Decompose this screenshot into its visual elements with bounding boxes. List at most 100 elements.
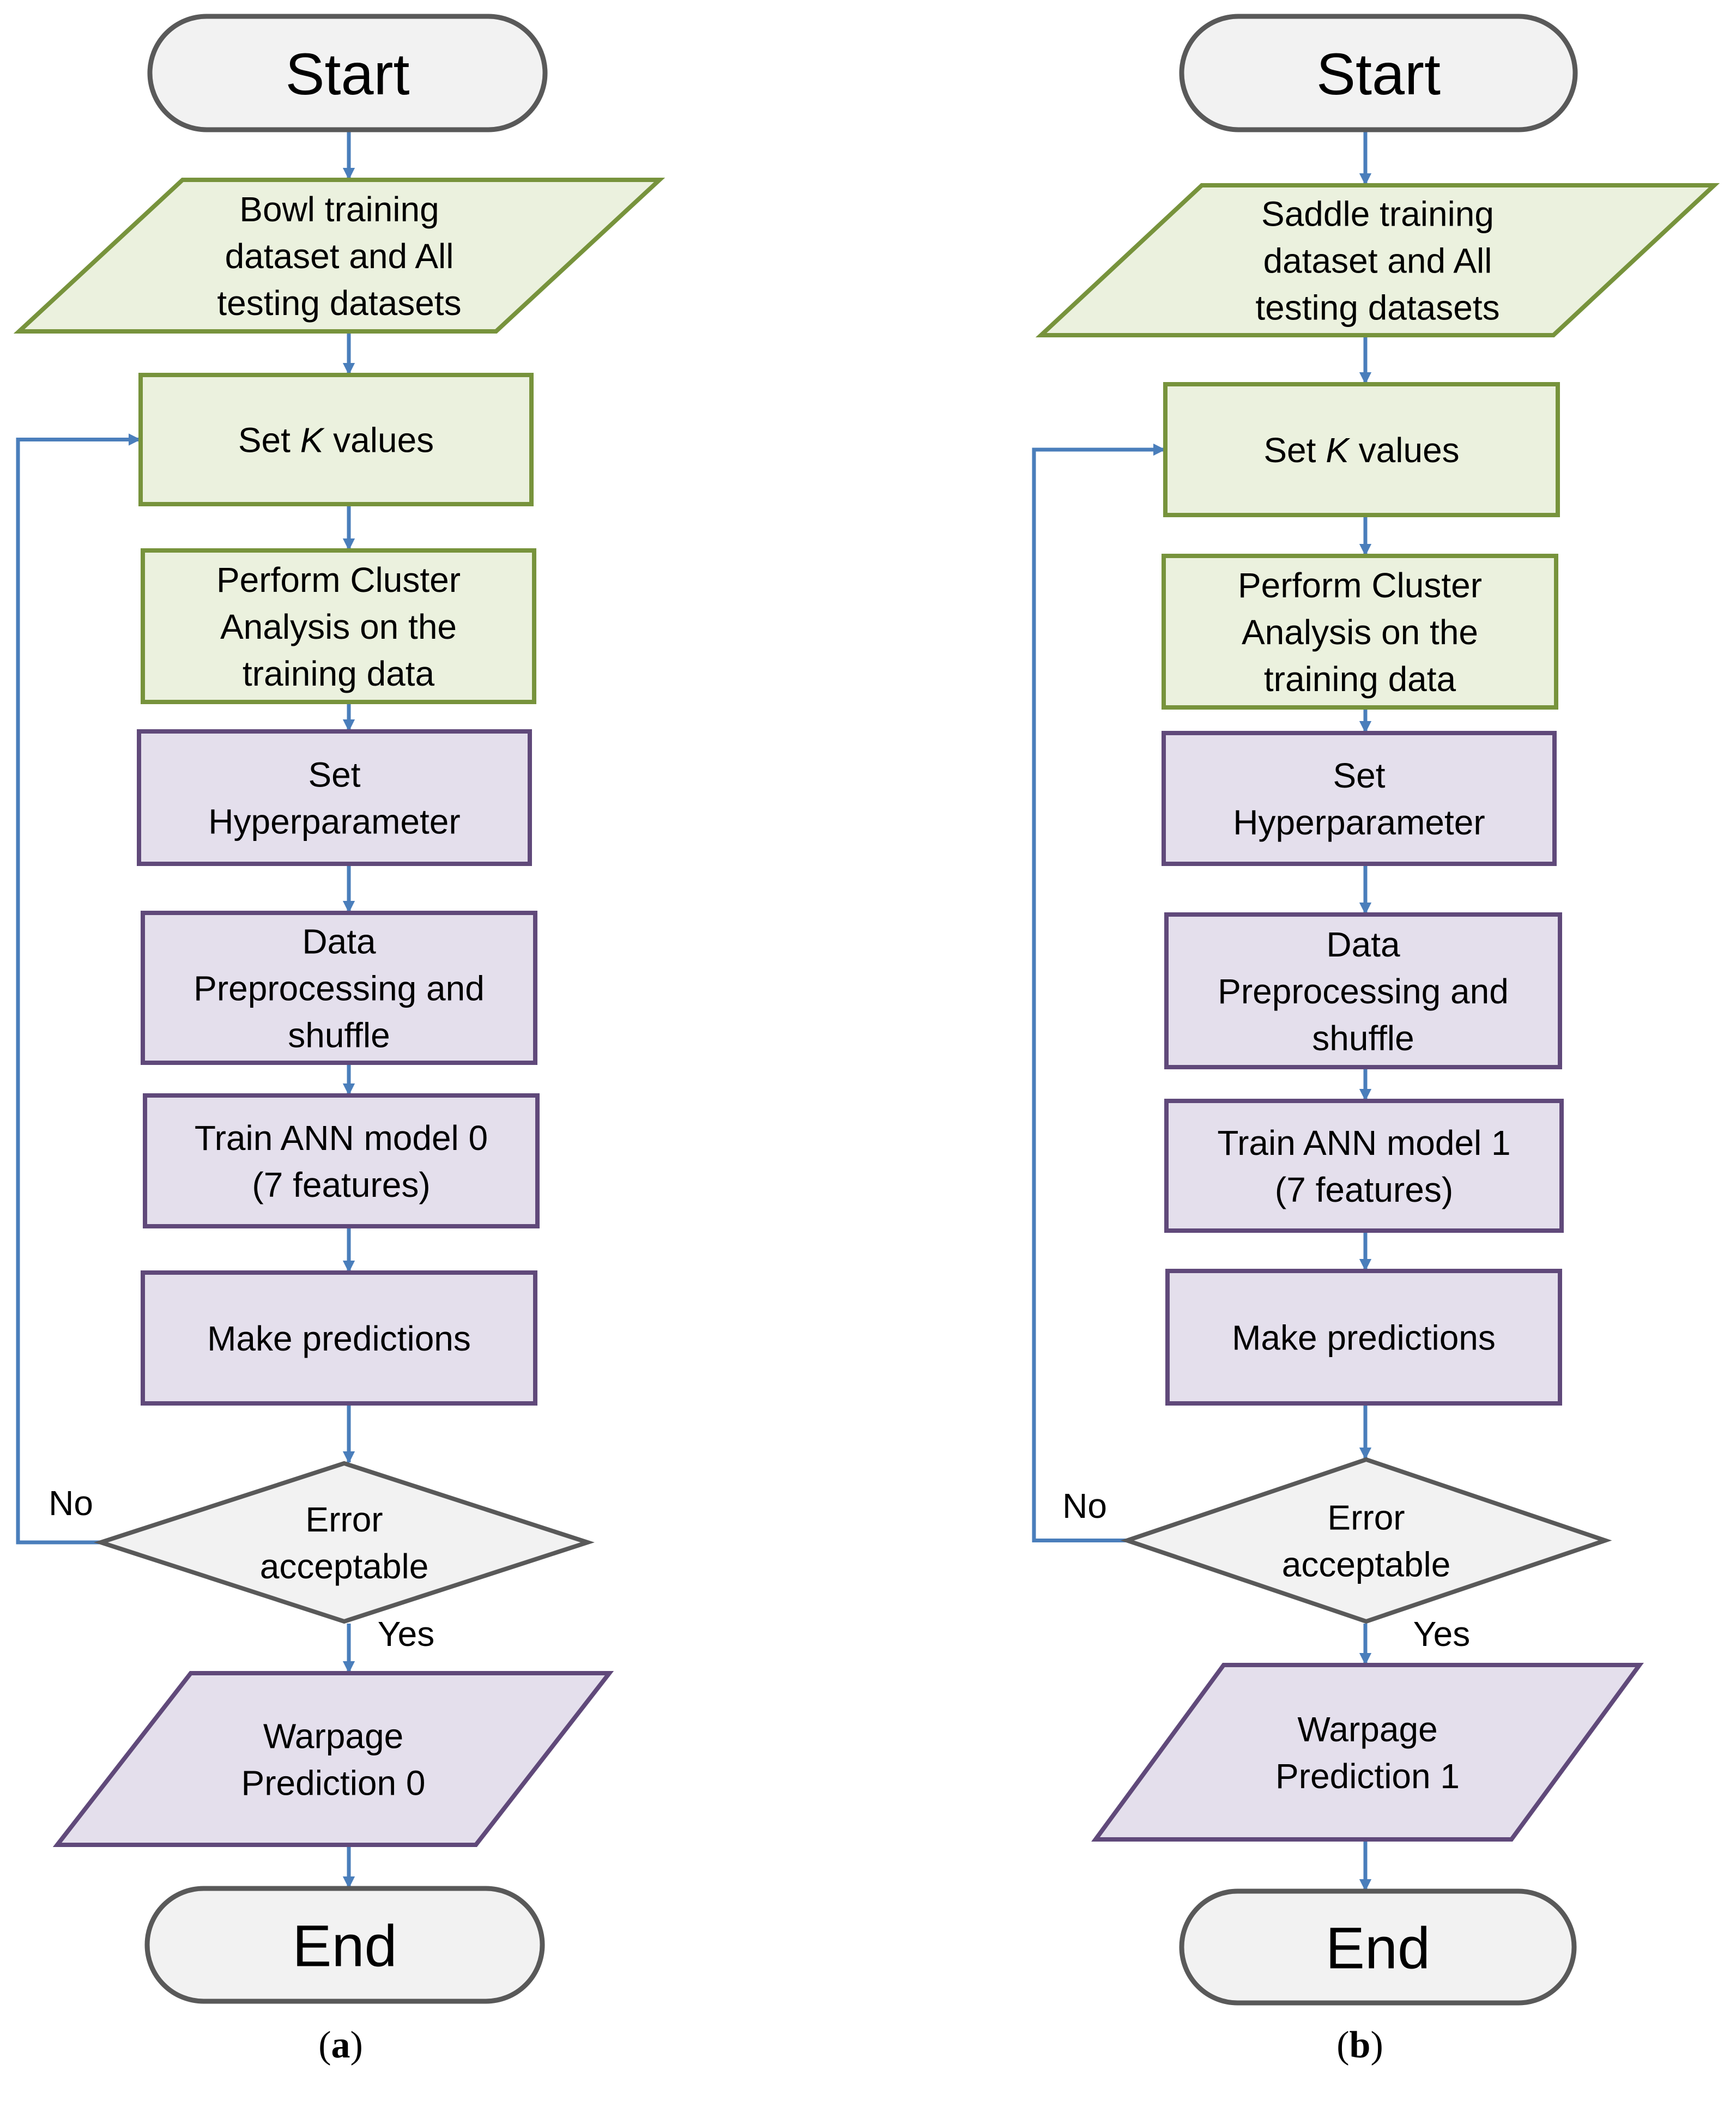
node-text-line: dataset and All bbox=[1263, 241, 1492, 281]
node-text-line: Bowl training bbox=[239, 190, 439, 229]
arrows-layer bbox=[1032, 132, 1372, 1892]
node-shape bbox=[1165, 1269, 1562, 1406]
train-model-node: Train ANN model 0(7 features) bbox=[143, 1093, 540, 1228]
node-shape bbox=[147, 14, 548, 132]
start-terminal: Start bbox=[1179, 14, 1578, 132]
node-text-line: shuffle bbox=[288, 1016, 390, 1055]
node-text-line: Warpage bbox=[1297, 1710, 1437, 1749]
node-text-line: Analysis on the bbox=[1242, 613, 1478, 652]
end-terminal: End bbox=[144, 1886, 545, 2004]
node-shape bbox=[1179, 1888, 1577, 2006]
node-text-line: Perform Cluster bbox=[216, 560, 461, 600]
node-shape bbox=[1163, 382, 1560, 517]
set-k-values-node: Set K values bbox=[1163, 382, 1560, 517]
node-text-line: acceptable bbox=[260, 1547, 429, 1586]
node-shape bbox=[1162, 554, 1558, 710]
panel-caption: (a) bbox=[318, 2024, 363, 2066]
node-shape bbox=[143, 1093, 540, 1228]
node-text-line: Error bbox=[1327, 1498, 1405, 1537]
no-branch-label: No bbox=[1062, 1486, 1107, 1525]
set-k-suffix: values bbox=[323, 421, 434, 460]
node-shape bbox=[94, 1461, 595, 1624]
node-text-line: Data bbox=[302, 922, 376, 961]
node-shape bbox=[141, 548, 536, 704]
node-text-line: Hyperparameter bbox=[208, 802, 460, 841]
node-shape bbox=[1164, 912, 1562, 1069]
set-k-variable: K bbox=[300, 421, 325, 460]
node-text-line: testing datasets bbox=[217, 283, 461, 323]
node-shape bbox=[13, 178, 666, 334]
node-text-line: training data bbox=[243, 654, 435, 693]
set-k-label: Set K values bbox=[1263, 431, 1459, 470]
caption-letter: a bbox=[331, 2024, 350, 2066]
node-text-line: Train ANN model 0 bbox=[195, 1118, 488, 1158]
caption-close: ) bbox=[350, 2024, 363, 2066]
start-terminal: Start bbox=[147, 14, 548, 132]
node-shape bbox=[1035, 183, 1720, 337]
node-text-line: testing datasets bbox=[1255, 288, 1499, 328]
set-k-prefix: Set bbox=[1263, 431, 1326, 470]
node-text-line: Prediction 0 bbox=[241, 1764, 426, 1803]
set-k-suffix: values bbox=[1349, 431, 1460, 470]
caption-open: ( bbox=[1336, 2024, 1349, 2066]
flow-arrow bbox=[1032, 443, 1166, 1542]
input-data-node: Saddle training dataset and All testing da… bbox=[1035, 183, 1720, 337]
start-label: Start bbox=[1316, 41, 1441, 107]
node-shape bbox=[1179, 14, 1578, 132]
node-shape bbox=[144, 1886, 545, 2004]
node-shape bbox=[1091, 1663, 1644, 1842]
node-text-line: Set bbox=[308, 755, 360, 795]
yes-branch-label: Yes bbox=[1413, 1614, 1470, 1654]
node-text-line: Data bbox=[1326, 925, 1400, 964]
caption-open: ( bbox=[318, 2024, 331, 2066]
error-decision-node: Error acceptable bbox=[1120, 1457, 1612, 1624]
node-shape bbox=[141, 911, 537, 1065]
node-text-line: acceptable bbox=[1282, 1545, 1451, 1584]
node-text-line: Warpage bbox=[263, 1717, 403, 1756]
node-text-line: Prediction 1 bbox=[1275, 1757, 1460, 1796]
node-text-line: shuffle bbox=[1312, 1019, 1414, 1058]
yes-branch-label: Yes bbox=[378, 1614, 434, 1654]
make-predictions-node: Make predictions bbox=[141, 1270, 537, 1406]
caption-letter: b bbox=[1350, 2024, 1371, 2066]
node-text-line: training data bbox=[1264, 659, 1456, 699]
node-text-line: (7 features) bbox=[1275, 1170, 1453, 1209]
set-k-variable: K bbox=[1326, 431, 1351, 470]
node-shape bbox=[141, 1270, 537, 1406]
set-k-values-node: Set K values bbox=[138, 373, 534, 506]
node-shape bbox=[1120, 1457, 1612, 1624]
end-label: End bbox=[1326, 1915, 1430, 1981]
end-terminal: End bbox=[1179, 1888, 1577, 2006]
make-predictions-node: Make predictions bbox=[1165, 1269, 1562, 1406]
node-shape bbox=[137, 729, 532, 866]
node-shape bbox=[52, 1671, 614, 1847]
node-text-line: Saddle training bbox=[1261, 195, 1494, 234]
train-model-node: Train ANN model 1 (7 features) bbox=[1164, 1099, 1564, 1233]
node-shape bbox=[138, 373, 534, 506]
error-decision-node: Error acceptable bbox=[94, 1461, 595, 1624]
node-text-line: Train ANN model 1 bbox=[1217, 1123, 1510, 1162]
node-text-line: Perform Cluster bbox=[1238, 566, 1482, 605]
node-shape bbox=[1162, 731, 1557, 866]
node-shape bbox=[1164, 1099, 1564, 1233]
node-text-line: Analysis on the bbox=[220, 607, 457, 646]
node-text-line: Preprocessing and bbox=[1218, 972, 1509, 1011]
node-text-line: Preprocessing and bbox=[193, 969, 485, 1008]
no-branch-label: No bbox=[49, 1484, 93, 1523]
node-text-line: Error bbox=[305, 1500, 383, 1539]
node-text-line: Hyperparameter bbox=[1233, 803, 1485, 842]
set-k-prefix: Set bbox=[238, 421, 300, 460]
caption-close: ) bbox=[1370, 2024, 1383, 2066]
